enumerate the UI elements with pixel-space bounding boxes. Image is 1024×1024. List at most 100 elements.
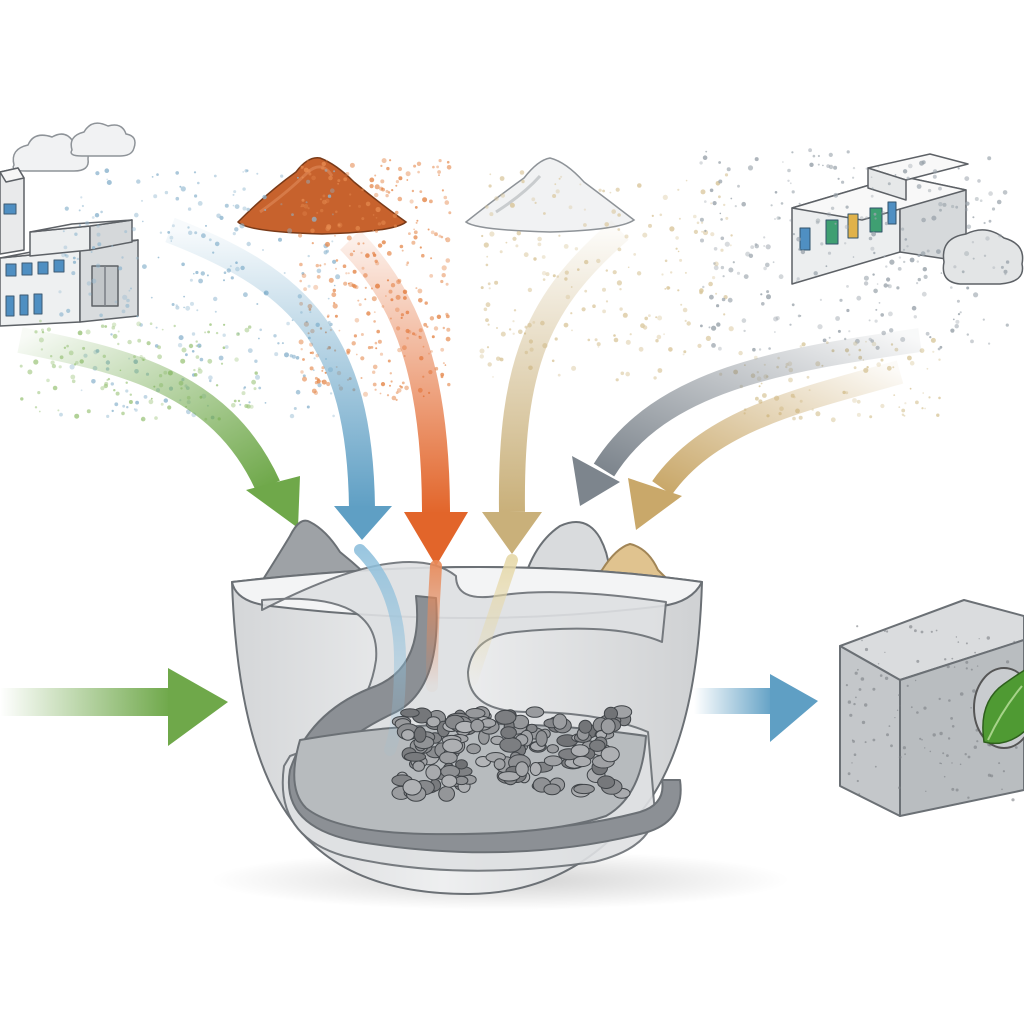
powder-particle: [558, 234, 561, 237]
powder-particle: [904, 238, 908, 241]
powder-particle: [243, 386, 247, 389]
powder-particle: [516, 231, 521, 236]
powder-particle: [792, 416, 796, 421]
powder-particle: [629, 333, 632, 336]
powder-particle: [868, 319, 871, 322]
powder-particle: [718, 346, 722, 351]
powder-particle: [819, 298, 823, 301]
powder-particle: [302, 376, 307, 382]
powder-particle: [921, 217, 926, 223]
powder-particle: [161, 328, 164, 331]
powder-particle: [499, 250, 503, 254]
green-input-arrow: [17, 327, 300, 528]
powder-particle: [413, 164, 417, 168]
powder-particle: [655, 339, 659, 343]
powder-particle: [653, 376, 657, 380]
powder-particle: [199, 345, 201, 348]
powder-particle: [405, 171, 411, 177]
powder-particle: [597, 346, 600, 348]
powder-particle: [815, 220, 820, 225]
powder-particle: [438, 159, 442, 163]
powder-particle: [796, 277, 800, 281]
powder-particle: [303, 204, 309, 209]
concrete-speck: [959, 692, 964, 696]
powder-particle: [429, 199, 433, 204]
concrete-speck: [1006, 660, 1010, 664]
powder-particle: [175, 171, 179, 175]
slate-input-arrow: [572, 328, 922, 506]
gravel-stone: [570, 744, 590, 757]
powder-particle: [442, 326, 445, 330]
powder-particle: [494, 280, 499, 285]
powder-particle: [664, 259, 668, 263]
powder-particle: [880, 358, 884, 362]
powder-particle: [904, 402, 907, 405]
powder-particle: [512, 332, 515, 335]
powder-particle: [137, 338, 142, 343]
powder-particle: [299, 279, 303, 283]
powder-particle: [447, 382, 451, 387]
powder-particle: [699, 161, 703, 165]
powder-particle: [972, 216, 975, 219]
powder-particle: [424, 301, 428, 305]
powder-particle: [822, 338, 827, 343]
powder-particle: [411, 189, 415, 193]
powder-particle: [611, 209, 616, 214]
concrete-speck: [976, 740, 979, 743]
powder-particle: [648, 223, 652, 228]
powder-particle: [320, 208, 324, 213]
powder-particle: [592, 304, 596, 309]
powder-particle: [893, 394, 896, 396]
powder-particle: [157, 354, 163, 360]
powder-particle: [901, 408, 906, 413]
powder-particle: [579, 183, 582, 186]
powder-particle: [763, 236, 766, 239]
powder-particle: [684, 271, 687, 274]
powder-particle: [509, 202, 515, 208]
powder-particle: [306, 179, 311, 184]
powder-particle: [860, 216, 864, 220]
powder-particle: [437, 170, 441, 174]
concrete-speck: [886, 733, 889, 737]
powder-particle: [185, 305, 191, 311]
powder-particle: [106, 178, 109, 181]
concrete-speck: [957, 803, 960, 805]
powder-particle: [841, 180, 845, 184]
powder-particle: [719, 212, 722, 215]
powder-particle: [134, 408, 138, 412]
powder-particle: [433, 326, 439, 331]
powder-particle: [246, 404, 251, 409]
concrete-speck: [864, 703, 868, 707]
powder-particle: [982, 318, 985, 321]
powder-particle: [185, 353, 188, 357]
powder-particle: [657, 315, 663, 321]
powder-particle: [57, 409, 60, 412]
concrete-speck: [858, 688, 862, 691]
powder-particle: [183, 295, 186, 298]
powder-particle: [609, 191, 612, 194]
powder-particle: [146, 341, 151, 346]
powder-particle: [505, 241, 508, 244]
powder-particle: [700, 324, 703, 328]
powder-particle: [856, 295, 862, 301]
gravel-stone: [442, 738, 464, 753]
powder-particle: [728, 326, 734, 332]
powder-particle: [397, 166, 403, 172]
concrete-speck: [951, 657, 954, 660]
powder-particle: [337, 182, 339, 185]
powder-particle: [431, 335, 435, 339]
gravel-stone: [441, 774, 458, 788]
powder-particle: [938, 358, 941, 361]
powder-particle: [773, 316, 779, 322]
powder-particle: [865, 167, 868, 170]
powder-particle: [223, 271, 227, 275]
powder-particle: [791, 151, 794, 154]
powder-particle: [136, 315, 139, 318]
powder-particle: [988, 342, 991, 345]
powder-particle: [686, 321, 691, 326]
powder-particle: [107, 377, 111, 381]
powder-particle: [898, 256, 902, 259]
powder-particle: [58, 365, 62, 369]
powder-particle: [815, 411, 821, 417]
powder-particle: [69, 364, 75, 370]
